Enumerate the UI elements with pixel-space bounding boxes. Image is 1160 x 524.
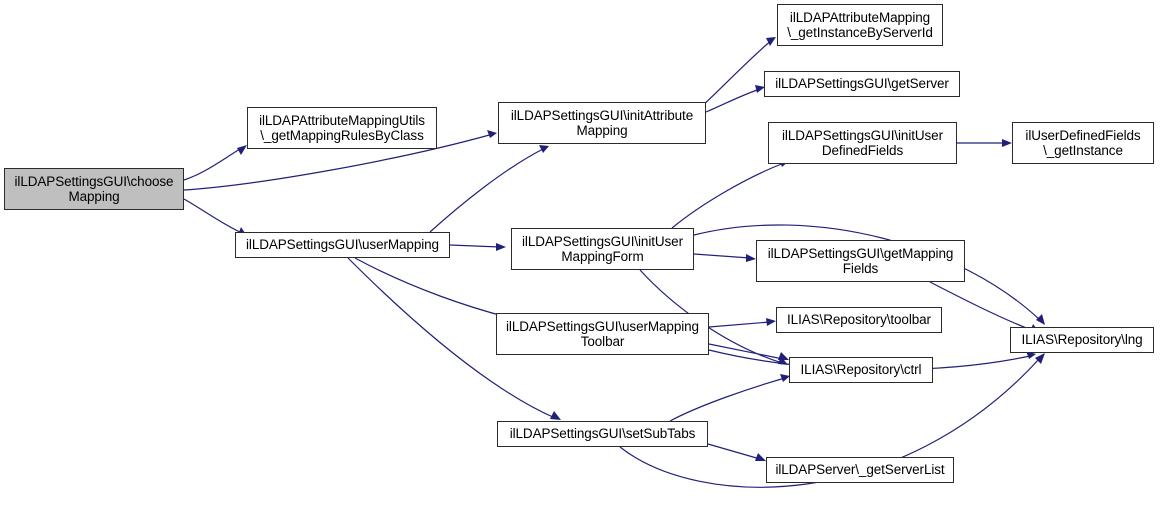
graph-edge-chooseMapping-to-getMappingRulesByClass: [183, 146, 244, 181]
arrowhead-icon: [496, 243, 506, 251]
arrowhead-icon: [1035, 353, 1045, 364]
graph-node-getServer[interactable]: ilLDAPSettingsGUI\getServer: [764, 71, 960, 97]
arrowhead-icon: [1036, 314, 1045, 325]
graph-edge-userMappingToolbar-to-repoToolbar: [708, 321, 771, 328]
arrowhead-icon: [1002, 139, 1012, 147]
graph-node-repoToolbar[interactable]: ILIAS\Repository\toolbar: [776, 307, 942, 333]
graph-edge-chooseMapping-to-userMapping: [183, 198, 243, 234]
graph-node-repoCtrl[interactable]: ILIAS\Repository\ctrl: [789, 357, 933, 383]
graph-edge-userMapping-to-initAttributeMapping: [429, 147, 546, 233]
graph-node-setSubTabs[interactable]: ilLDAPSettingsGUI\setSubTabs: [497, 421, 708, 447]
arrowhead-icon: [766, 318, 776, 326]
arrowhead-icon: [780, 374, 790, 382]
graph-edge-userMapping-to-setSubTabs: [347, 257, 556, 419]
arrowhead-icon: [237, 145, 247, 155]
graph-node-repoLng[interactable]: ILIAS\Repository\lng: [1010, 327, 1154, 353]
graph-node-initUserMappingForm[interactable]: ilLDAPSettingsGUI\initUser MappingForm: [511, 228, 694, 270]
arrowhead-icon: [755, 453, 766, 461]
graph-node-chooseMapping[interactable]: ilLDAPSettingsGUI\choose Mapping: [4, 168, 184, 210]
arrowhead-icon: [550, 411, 561, 420]
graph-edge-chooseMapping-to-initAttributeMapping: [183, 133, 494, 191]
arrowhead-icon: [746, 254, 756, 262]
graph-edge-setSubTabs-to-repoCtrl: [669, 377, 786, 422]
arrowhead-icon: [539, 145, 549, 153]
arrowhead-icon: [487, 130, 497, 138]
graph-edge-setSubTabs-to-getServerList: [707, 443, 761, 460]
graph-node-getServerList[interactable]: ilLDAPServer\_getServerList: [766, 457, 954, 483]
graph-edge-initUserMappingForm-to-initUserDefinedFields: [671, 162, 785, 229]
graph-node-userMappingToolbar[interactable]: ilLDAPSettingsGUI\userMapping Toolbar: [496, 313, 709, 355]
graph-node-initAttributeMapping[interactable]: ilLDAPSettingsGUI\initAttribute Mapping: [498, 102, 706, 144]
arrowhead-icon: [1026, 351, 1036, 359]
graph-edge-userMappingToolbar-to-repoCtrl: [708, 343, 784, 360]
graph-node-userDefinedFieldsGetInstance[interactable]: ilUserDefinedFields \_getInstance: [1012, 122, 1154, 164]
arrowhead-icon: [755, 85, 765, 93]
graph-node-userMapping[interactable]: ilLDAPSettingsGUI\userMapping: [235, 232, 450, 258]
graph-edge-initAttributeMapping-to-getServer: [705, 88, 761, 113]
graph-edge-userMapping-to-initUserMappingForm: [449, 244, 501, 248]
graph-edge-getMappingFields-to-repoLng: [929, 281, 1035, 332]
graph-edge-setSubTabs-to-repoLng: [619, 357, 1041, 488]
graph-node-getMappingRulesByClass[interactable]: ilLDAPAttributeMappingUtils \_getMapping…: [247, 107, 437, 149]
graph-node-getMappingFields[interactable]: ilLDAPSettingsGUI\getMapping Fields: [756, 240, 965, 282]
graph-edge-initUserMappingForm-to-getMappingFields: [693, 253, 751, 259]
arrowhead-icon: [766, 37, 776, 46]
graph-node-getInstanceByServerId[interactable]: ilLDAPAttributeMapping \_getInstanceBySe…: [777, 4, 943, 46]
graph-node-initUserDefinedFields[interactable]: ilLDAPSettingsGUI\initUser DefinedFields: [768, 122, 957, 164]
graph-edge-initAttributeMapping-to-getInstanceByServerId: [699, 39, 773, 109]
arrowhead-icon: [778, 352, 789, 360]
graph-edge-initUserMappingForm-to-repoLng: [693, 224, 1041, 321]
